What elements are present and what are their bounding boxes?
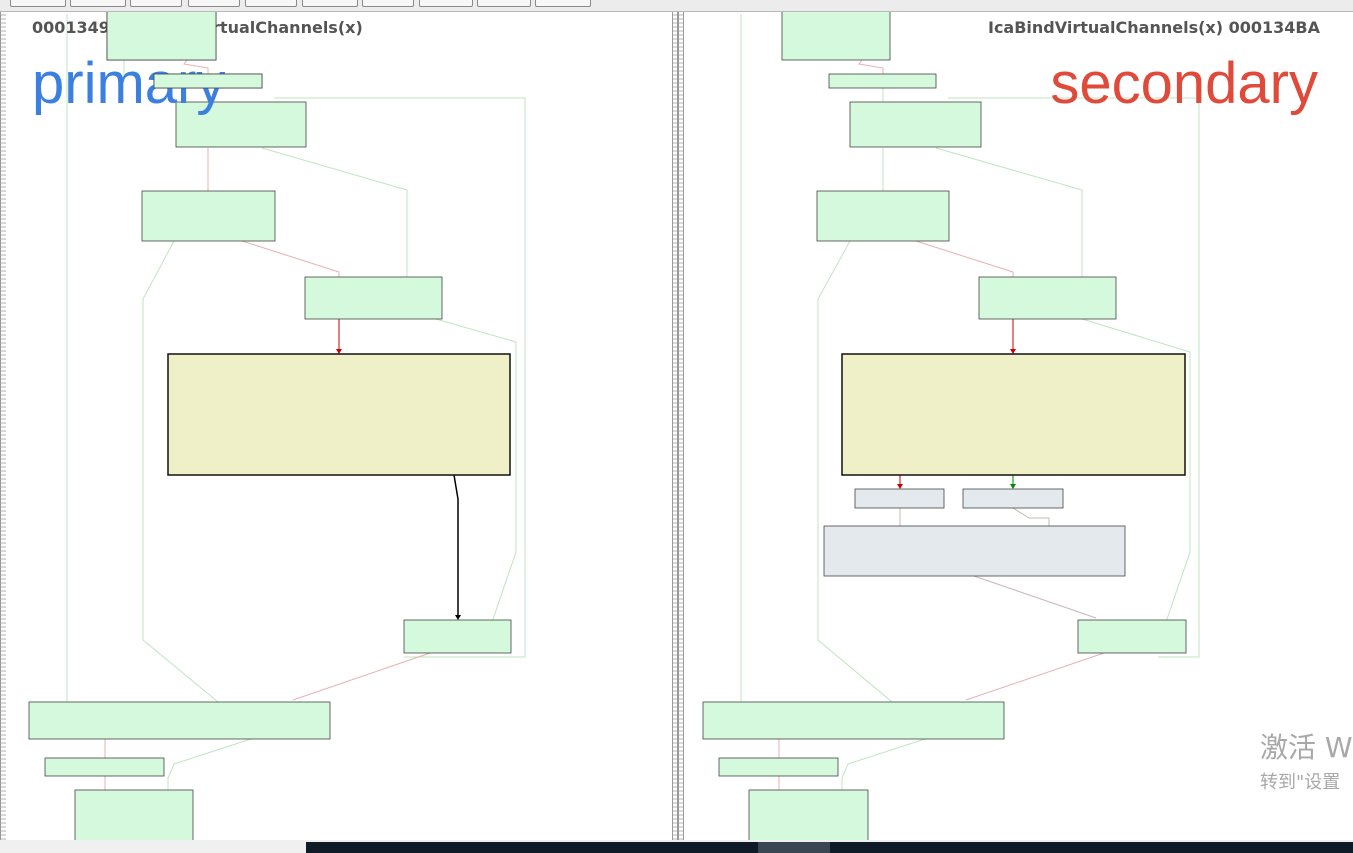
graph-edge: [973, 575, 1097, 619]
unmatched-graph-node: [854, 488, 945, 509]
unmatched-graph-node: [962, 488, 1064, 509]
toolbar-button[interactable]: [362, 0, 414, 7]
graph-edge: [841, 737, 929, 790]
graph-node: [849, 101, 982, 148]
pane-splitter[interactable]: [672, 12, 678, 840]
graph-edge: [142, 240, 219, 703]
toolbar-button[interactable]: [302, 0, 358, 7]
toolbar: [0, 0, 1353, 12]
graph-edge: [858, 59, 884, 74]
toolbar-button[interactable]: [70, 0, 126, 7]
graph-edge: [817, 240, 893, 703]
graph-edge: [183, 59, 209, 74]
unmatched-graph-node: [823, 525, 1126, 577]
graph-node: [304, 276, 443, 320]
secondary-label: secondary: [1050, 51, 1318, 116]
graph-edge: [965, 652, 1105, 701]
primary-label: primary: [32, 51, 226, 116]
graph-node: [141, 190, 276, 242]
taskbar-item[interactable]: [758, 842, 830, 853]
edge-arrow: [897, 484, 903, 489]
activation-watermark-title: 激活 W: [1260, 731, 1353, 764]
graph-node: [175, 101, 307, 148]
secondary-graph[interactable]: [684, 12, 1353, 840]
primary-graph-pane[interactable]: 0001349B IcaBindVirtualChannels(x) prima…: [6, 12, 672, 840]
graph-node: [702, 701, 1005, 740]
graph-node: [781, 12, 891, 61]
toolbar-button[interactable]: [130, 0, 182, 7]
graph-node: [718, 757, 839, 777]
graph-edge: [241, 240, 340, 278]
graph-node: [403, 619, 512, 654]
selected-graph-node: [841, 353, 1186, 476]
toolbar-button[interactable]: [419, 0, 473, 7]
graph-edge: [453, 474, 459, 618]
graph-edge: [935, 147, 1083, 278]
selected-graph-node: [167, 353, 511, 476]
toolbar-button[interactable]: [10, 0, 66, 7]
graph-node: [28, 701, 331, 740]
toolbar-button[interactable]: [477, 0, 531, 7]
secondary-function-title: IcaBindVirtualChannels(x) 000134BA: [987, 18, 1320, 37]
graph-edge: [915, 240, 1014, 278]
pane-splitter[interactable]: [678, 12, 684, 840]
primary-function-title: 0001349B IcaBindVirtualChannels(x): [32, 18, 363, 37]
graph-node: [44, 757, 165, 777]
graph-edge: [261, 147, 408, 278]
graph-edge: [167, 737, 255, 790]
edge-arrow: [455, 615, 461, 620]
secondary-graph-pane[interactable]: IcaBindVirtualChannels(x) 000134BA secon…: [684, 12, 1353, 840]
graph-edge: [1081, 318, 1191, 623]
graph-node: [748, 789, 869, 840]
graph-edge: [292, 652, 431, 701]
graph-node: [816, 190, 950, 242]
graph-edge: [274, 97, 526, 658]
toolbar-button[interactable]: [245, 0, 297, 7]
graph-node: [828, 73, 937, 89]
graph-node: [74, 789, 194, 840]
activation-watermark-hint: 转到"设置: [1260, 772, 1341, 793]
graph-node: [1077, 619, 1187, 654]
edge-arrow: [336, 349, 342, 354]
primary-graph[interactable]: [6, 12, 672, 840]
toolbar-button[interactable]: [188, 0, 240, 7]
graph-node: [978, 276, 1117, 320]
graph-edge: [948, 97, 1200, 658]
taskbar: [306, 842, 1353, 853]
toolbar-button[interactable]: [535, 0, 591, 7]
graph-edge: [435, 318, 517, 623]
graph-edge: [1012, 507, 1050, 526]
edge-arrow: [1010, 484, 1016, 489]
edge-arrow: [1010, 349, 1016, 354]
